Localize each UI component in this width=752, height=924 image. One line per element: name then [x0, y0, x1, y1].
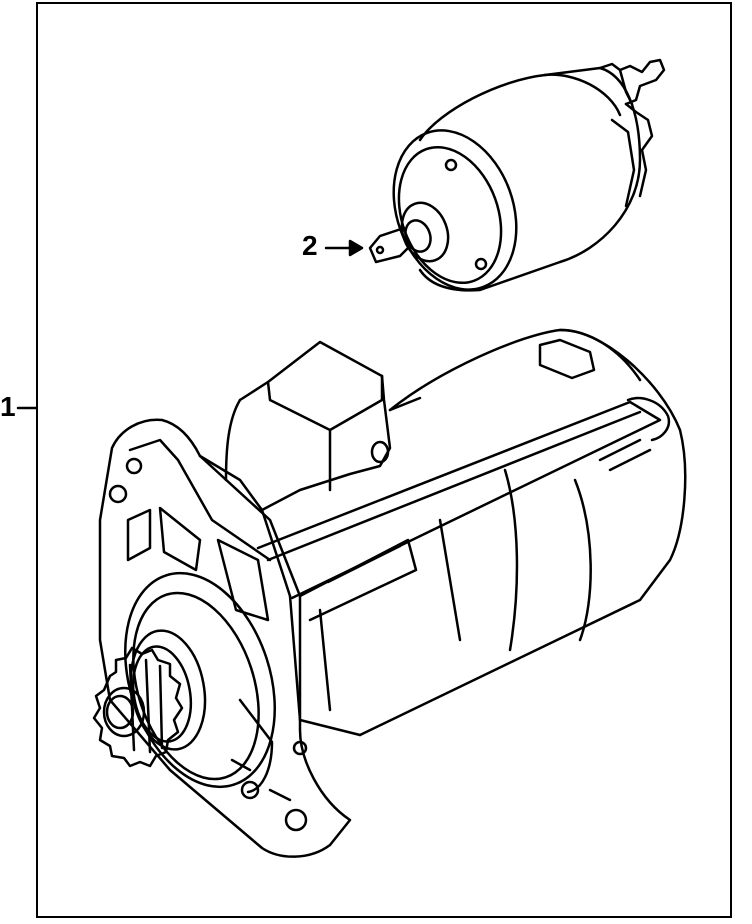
- callout-2-label: 2: [302, 230, 318, 261]
- callout-2-arrow: [324, 239, 364, 257]
- solenoid: [368, 58, 666, 292]
- starter-motor: [92, 328, 687, 858]
- callout-1-label: 1: [0, 391, 16, 422]
- diagram-frame: [36, 2, 732, 918]
